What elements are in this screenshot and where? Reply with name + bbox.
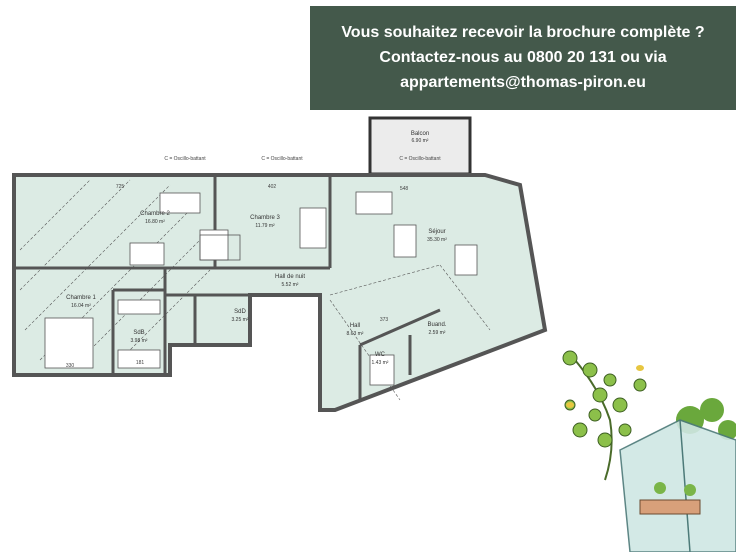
banner-line-3[interactable]: appartements@thomas-piron.eu bbox=[400, 74, 646, 91]
banner-line-1: Vous souhaitez recevoir la brochure comp… bbox=[341, 24, 705, 41]
dimension-725: 725 bbox=[116, 184, 125, 190]
brochure-banner: Vous souhaitez recevoir la brochure comp… bbox=[310, 6, 736, 110]
room-hall-de-nuit: Hall de nuit bbox=[275, 274, 305, 280]
room-sejour-area: 35.30 m² bbox=[427, 237, 447, 243]
plant-illustration bbox=[562, 350, 736, 552]
room-sdd-area: 3.25 m² bbox=[232, 317, 249, 323]
room-chambre-3: Chambre 3 bbox=[250, 215, 280, 221]
window-labels: C = Oscillo-battant C = Oscillo-battant … bbox=[164, 156, 441, 162]
room-wc-area: 1.43 m² bbox=[372, 360, 389, 366]
dimensions: 725 402 548 330 181 373 bbox=[66, 184, 409, 369]
room-hall-de-nuit-area: 5.52 m² bbox=[282, 282, 299, 288]
room-sdd: SdD bbox=[234, 309, 246, 315]
window-label-2: C = Oscillo-battant bbox=[261, 156, 303, 162]
room-buanderie-area: 2.59 m² bbox=[429, 330, 446, 336]
interior-walls bbox=[14, 175, 441, 400]
dimension-330: 330 bbox=[66, 363, 75, 369]
room-buanderie: Buand. bbox=[427, 322, 446, 328]
dimension-373: 373 bbox=[380, 317, 389, 323]
balcony bbox=[368, 116, 472, 176]
room-hall: Hall bbox=[350, 323, 360, 329]
apartment-outline bbox=[12, 173, 548, 412]
room-balcon: Balcon bbox=[411, 131, 429, 137]
room-wc: WC bbox=[375, 352, 386, 358]
room-balcon-area: 6.90 m² bbox=[412, 138, 429, 144]
dimension-181: 181 bbox=[136, 360, 145, 366]
room-chambre-3-area: 11.79 m² bbox=[255, 223, 275, 229]
room-sdb: SdB bbox=[133, 330, 144, 336]
room-chambre-2-area: 16.80 m² bbox=[145, 219, 165, 225]
room-chambre-1: Chambre 1 bbox=[66, 295, 96, 301]
room-hall-area: 8.63 m² bbox=[347, 331, 364, 337]
banner-line-2: Contactez-nous au 0800 20 131 ou via bbox=[379, 49, 667, 66]
room-sejour: Séjour bbox=[428, 229, 445, 235]
dimension-402: 402 bbox=[268, 184, 277, 190]
room-chambre-2: Chambre 2 bbox=[140, 211, 170, 217]
window-label-1: C = Oscillo-battant bbox=[164, 156, 206, 162]
room-labels: Chambre 2 16.80 m² Chambre 3 11.79 m² Sé… bbox=[66, 131, 447, 366]
furniture bbox=[44, 191, 478, 386]
window-label-3: C = Oscillo-battant bbox=[399, 156, 441, 162]
dimension-548: 548 bbox=[400, 186, 409, 192]
room-chambre-1-area: 16.04 m² bbox=[71, 303, 91, 309]
room-sdb-area: 3.98 m² bbox=[131, 338, 148, 344]
